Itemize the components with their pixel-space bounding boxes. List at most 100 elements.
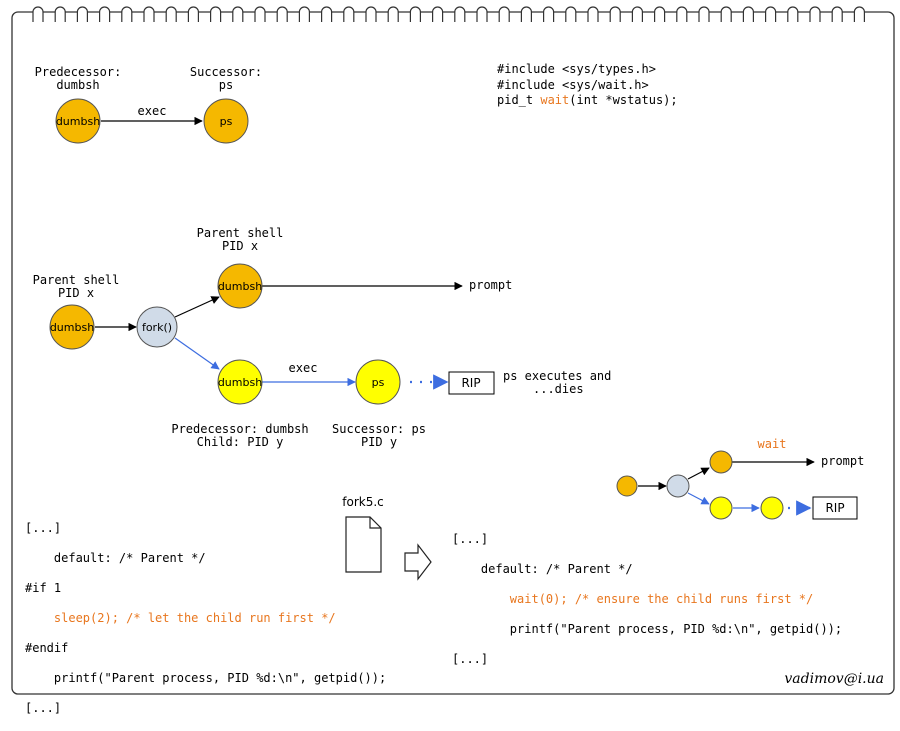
- spiral-ring: [32, 6, 44, 22]
- svg-text:RIP: RIP: [825, 501, 844, 515]
- pred-child-line-2: Child: PID y: [197, 435, 284, 449]
- parent-pid-left: PID x: [58, 286, 94, 300]
- prompt-label: prompt: [469, 278, 512, 292]
- small-node-parent: [616, 475, 638, 497]
- spiral-ring: [143, 6, 155, 22]
- code-left-line: #if 1: [25, 581, 62, 595]
- parent-label-left: Parent shell: [33, 273, 120, 287]
- spiral-ring: [765, 6, 777, 22]
- small-node-parent-after: [709, 450, 733, 474]
- spiral-ring: [787, 6, 799, 22]
- spiral-ring: [276, 6, 288, 22]
- spiral-ring: [631, 6, 643, 22]
- code-block-left: [...] default: /* Parent */ #if 1 sleep(…: [25, 506, 386, 731]
- spiral-ring: [99, 6, 111, 22]
- svg-text:ps: ps: [220, 115, 233, 128]
- node-fork: fork(): [136, 306, 178, 348]
- ps-dies-line-1: ps executes and: [503, 369, 611, 383]
- spiral-ring: [121, 6, 133, 22]
- spiral-ring: [387, 6, 399, 22]
- top-pred-label: Predecessor:: [35, 65, 122, 79]
- header-line-3: pid_t wait(int *wstatus);: [497, 93, 678, 107]
- spiral-ring: [543, 6, 555, 22]
- code-right-line-highlight: wait(0); /* ensure the child runs first …: [452, 592, 814, 606]
- node-dumbsh-left: dumbsh: [49, 304, 95, 350]
- spiral-ring: [432, 6, 444, 22]
- edge-fork-parent: [174, 296, 220, 318]
- top-pred-name: dumbsh: [56, 78, 99, 92]
- spiral-ring: [409, 6, 421, 22]
- edge-fork-child: [174, 337, 220, 370]
- spiral-ring: [232, 6, 244, 22]
- spiral-ring: [454, 6, 466, 22]
- small-wait-label: wait: [758, 437, 787, 451]
- small-edge-2: [687, 467, 710, 480]
- spiral-ring: [165, 6, 177, 22]
- node-dumbsh-parent: dumbsh: [217, 263, 263, 309]
- small-edge-3: [687, 492, 710, 505]
- spiral-ring: [187, 6, 199, 22]
- node-ps-child: ps: [355, 359, 401, 405]
- spiral-ring: [742, 6, 754, 22]
- spiral-ring: [254, 6, 266, 22]
- spiral-rings: [32, 6, 865, 22]
- spiral-ring: [298, 6, 310, 22]
- spiral-ring: [321, 6, 333, 22]
- spiral-ring: [76, 6, 88, 22]
- code-right-line: [...]: [452, 652, 489, 666]
- file-icon: [345, 516, 382, 573]
- svg-text:dumbsh: dumbsh: [56, 115, 100, 128]
- spiral-ring: [343, 6, 355, 22]
- spiral-ring: [676, 6, 688, 22]
- small-rip-box: RIP: [812, 496, 858, 520]
- spiral-ring: [565, 6, 577, 22]
- spiral-ring: [809, 6, 821, 22]
- spiral-ring: [476, 6, 488, 22]
- spiral-ring: [698, 6, 710, 22]
- spiral-ring: [587, 6, 599, 22]
- top-succ-name: ps: [219, 78, 233, 92]
- svg-text:RIP: RIP: [461, 376, 480, 390]
- spiral-ring: [498, 6, 510, 22]
- spiral-ring: [720, 6, 732, 22]
- middle-exec-label: exec: [289, 361, 318, 375]
- code-left-line: [...]: [25, 701, 62, 715]
- ps-dies-line-2: ...dies: [533, 382, 584, 396]
- top-node-ps: ps: [203, 98, 249, 144]
- parent-label-upper: Parent shell: [197, 226, 284, 240]
- header-line-2: #include <sys/wait.h>: [497, 78, 649, 92]
- top-exec-label: exec: [138, 104, 167, 118]
- node-dumbsh-child: dumbsh: [217, 359, 263, 405]
- code-right-line: default: /* Parent */: [452, 562, 633, 576]
- succ-child-line-1: Successor: ps: [332, 422, 426, 436]
- small-node-child: [709, 496, 733, 520]
- spiral-ring: [853, 6, 865, 22]
- file-name: fork5.c: [342, 495, 384, 509]
- pred-child-line-1: Predecessor: dumbsh: [171, 422, 308, 436]
- parent-pid-upper: PID x: [222, 239, 258, 253]
- rip-box: RIP: [448, 371, 495, 395]
- spiral-ring: [831, 6, 843, 22]
- code-right-line: [...]: [452, 532, 489, 546]
- small-prompt-label: prompt: [821, 454, 864, 468]
- code-left-line: printf("Parent process, PID %d:\n", getp…: [25, 671, 387, 685]
- code-left-line: default: /* Parent */: [25, 551, 206, 565]
- spiral-ring: [54, 6, 66, 22]
- header-line-1: #include <sys/types.h>: [497, 62, 656, 76]
- code-left-line-highlight: sleep(2); /* let the child run first */: [25, 611, 336, 625]
- notebook-frame: [11, 11, 895, 695]
- spiral-ring: [365, 6, 377, 22]
- diagram-canvas: Predecessor: dumbsh Successor: ps exec d…: [11, 6, 895, 695]
- svg-text:ps: ps: [372, 376, 385, 389]
- small-node-fork: [666, 474, 690, 498]
- code-left-line: #endif: [25, 641, 69, 655]
- signature: vadimov@i.ua: [784, 671, 884, 687]
- transform-arrow-icon: [404, 543, 432, 581]
- code-right-line: printf("Parent process, PID %d:\n", getp…: [452, 622, 843, 636]
- top-node-dumbsh: dumbsh: [55, 98, 101, 144]
- top-succ-label: Successor:: [190, 65, 262, 79]
- svg-text:dumbsh: dumbsh: [218, 376, 262, 389]
- svg-text:dumbsh: dumbsh: [50, 321, 94, 334]
- spiral-ring: [210, 6, 222, 22]
- spiral-ring: [609, 6, 621, 22]
